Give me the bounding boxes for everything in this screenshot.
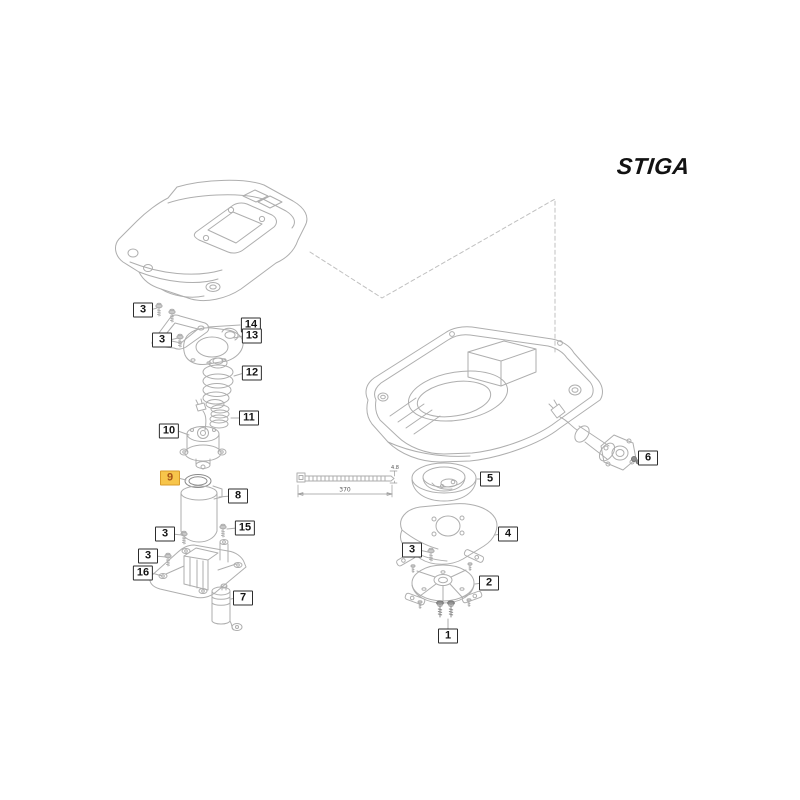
screw-1a-drawing [436,600,444,618]
cable-tie-drawing [296,472,395,483]
spring-11-drawing [209,404,230,429]
callout-10[interactable]: 10 [158,423,180,439]
callout-12[interactable]: 12 [241,365,263,381]
bellows-12-drawing [202,357,234,409]
callout-3-b[interactable]: 3 [152,332,172,348]
callout-1[interactable]: 1 [438,628,458,644]
screw-3b-drawing [176,333,184,348]
blade-drawing-br [461,590,483,604]
callout-13[interactable]: 13 [241,328,263,344]
callout-7[interactable]: 7 [233,590,253,606]
blade-screw-tr [467,562,473,571]
tie-length-dimension: 370 [297,484,393,498]
pulley-5-drawing [411,462,477,502]
callout-16[interactable]: 16 [132,565,154,581]
callout-15[interactable]: 15 [234,520,256,536]
screw-15-drawing [219,523,227,538]
tie-width-dimension: 4.8 [389,465,399,484]
blade-screw-br [466,598,472,607]
callout-3-a[interactable]: 3 [133,302,153,318]
callout-11[interactable]: 11 [239,410,259,426]
screw-1b-drawing [447,600,455,618]
callout-8[interactable]: 8 [228,488,248,504]
upper-chassis-drawing [115,179,308,302]
callout-3-e[interactable]: 3 [402,542,422,558]
callout-5[interactable]: 5 [480,471,500,487]
blade-disc-2-drawing [411,564,475,604]
callout-6[interactable]: 6 [638,450,658,466]
blade-drawing-tr [463,549,485,563]
callout-9-highlighted[interactable]: 9 [160,470,180,486]
blade-drawing-bl [404,592,426,606]
housing-8-drawing [180,485,223,543]
tie-width-value: 4.8 [391,465,399,471]
callout-4[interactable]: 4 [498,526,518,542]
oring-9-drawing [184,474,212,488]
blade-screw-tl [410,564,416,573]
assembly-dashed-line [309,198,556,353]
callout-3-c[interactable]: 3 [155,526,175,542]
stiga-logo: STIGA [615,153,692,179]
motor-cable-drawing [195,398,207,431]
lower-chassis-drawing [365,326,603,463]
callout-2[interactable]: 2 [479,575,499,591]
callout-3-d[interactable]: 3 [138,548,158,564]
screw-3a-drawing [155,302,163,317]
height-motor-6-drawing [548,399,641,471]
base-16-drawing [149,539,247,599]
greaser-7-drawing [211,583,243,631]
motor-10-drawing [179,426,227,470]
tie-length-value: 370 [339,487,351,494]
